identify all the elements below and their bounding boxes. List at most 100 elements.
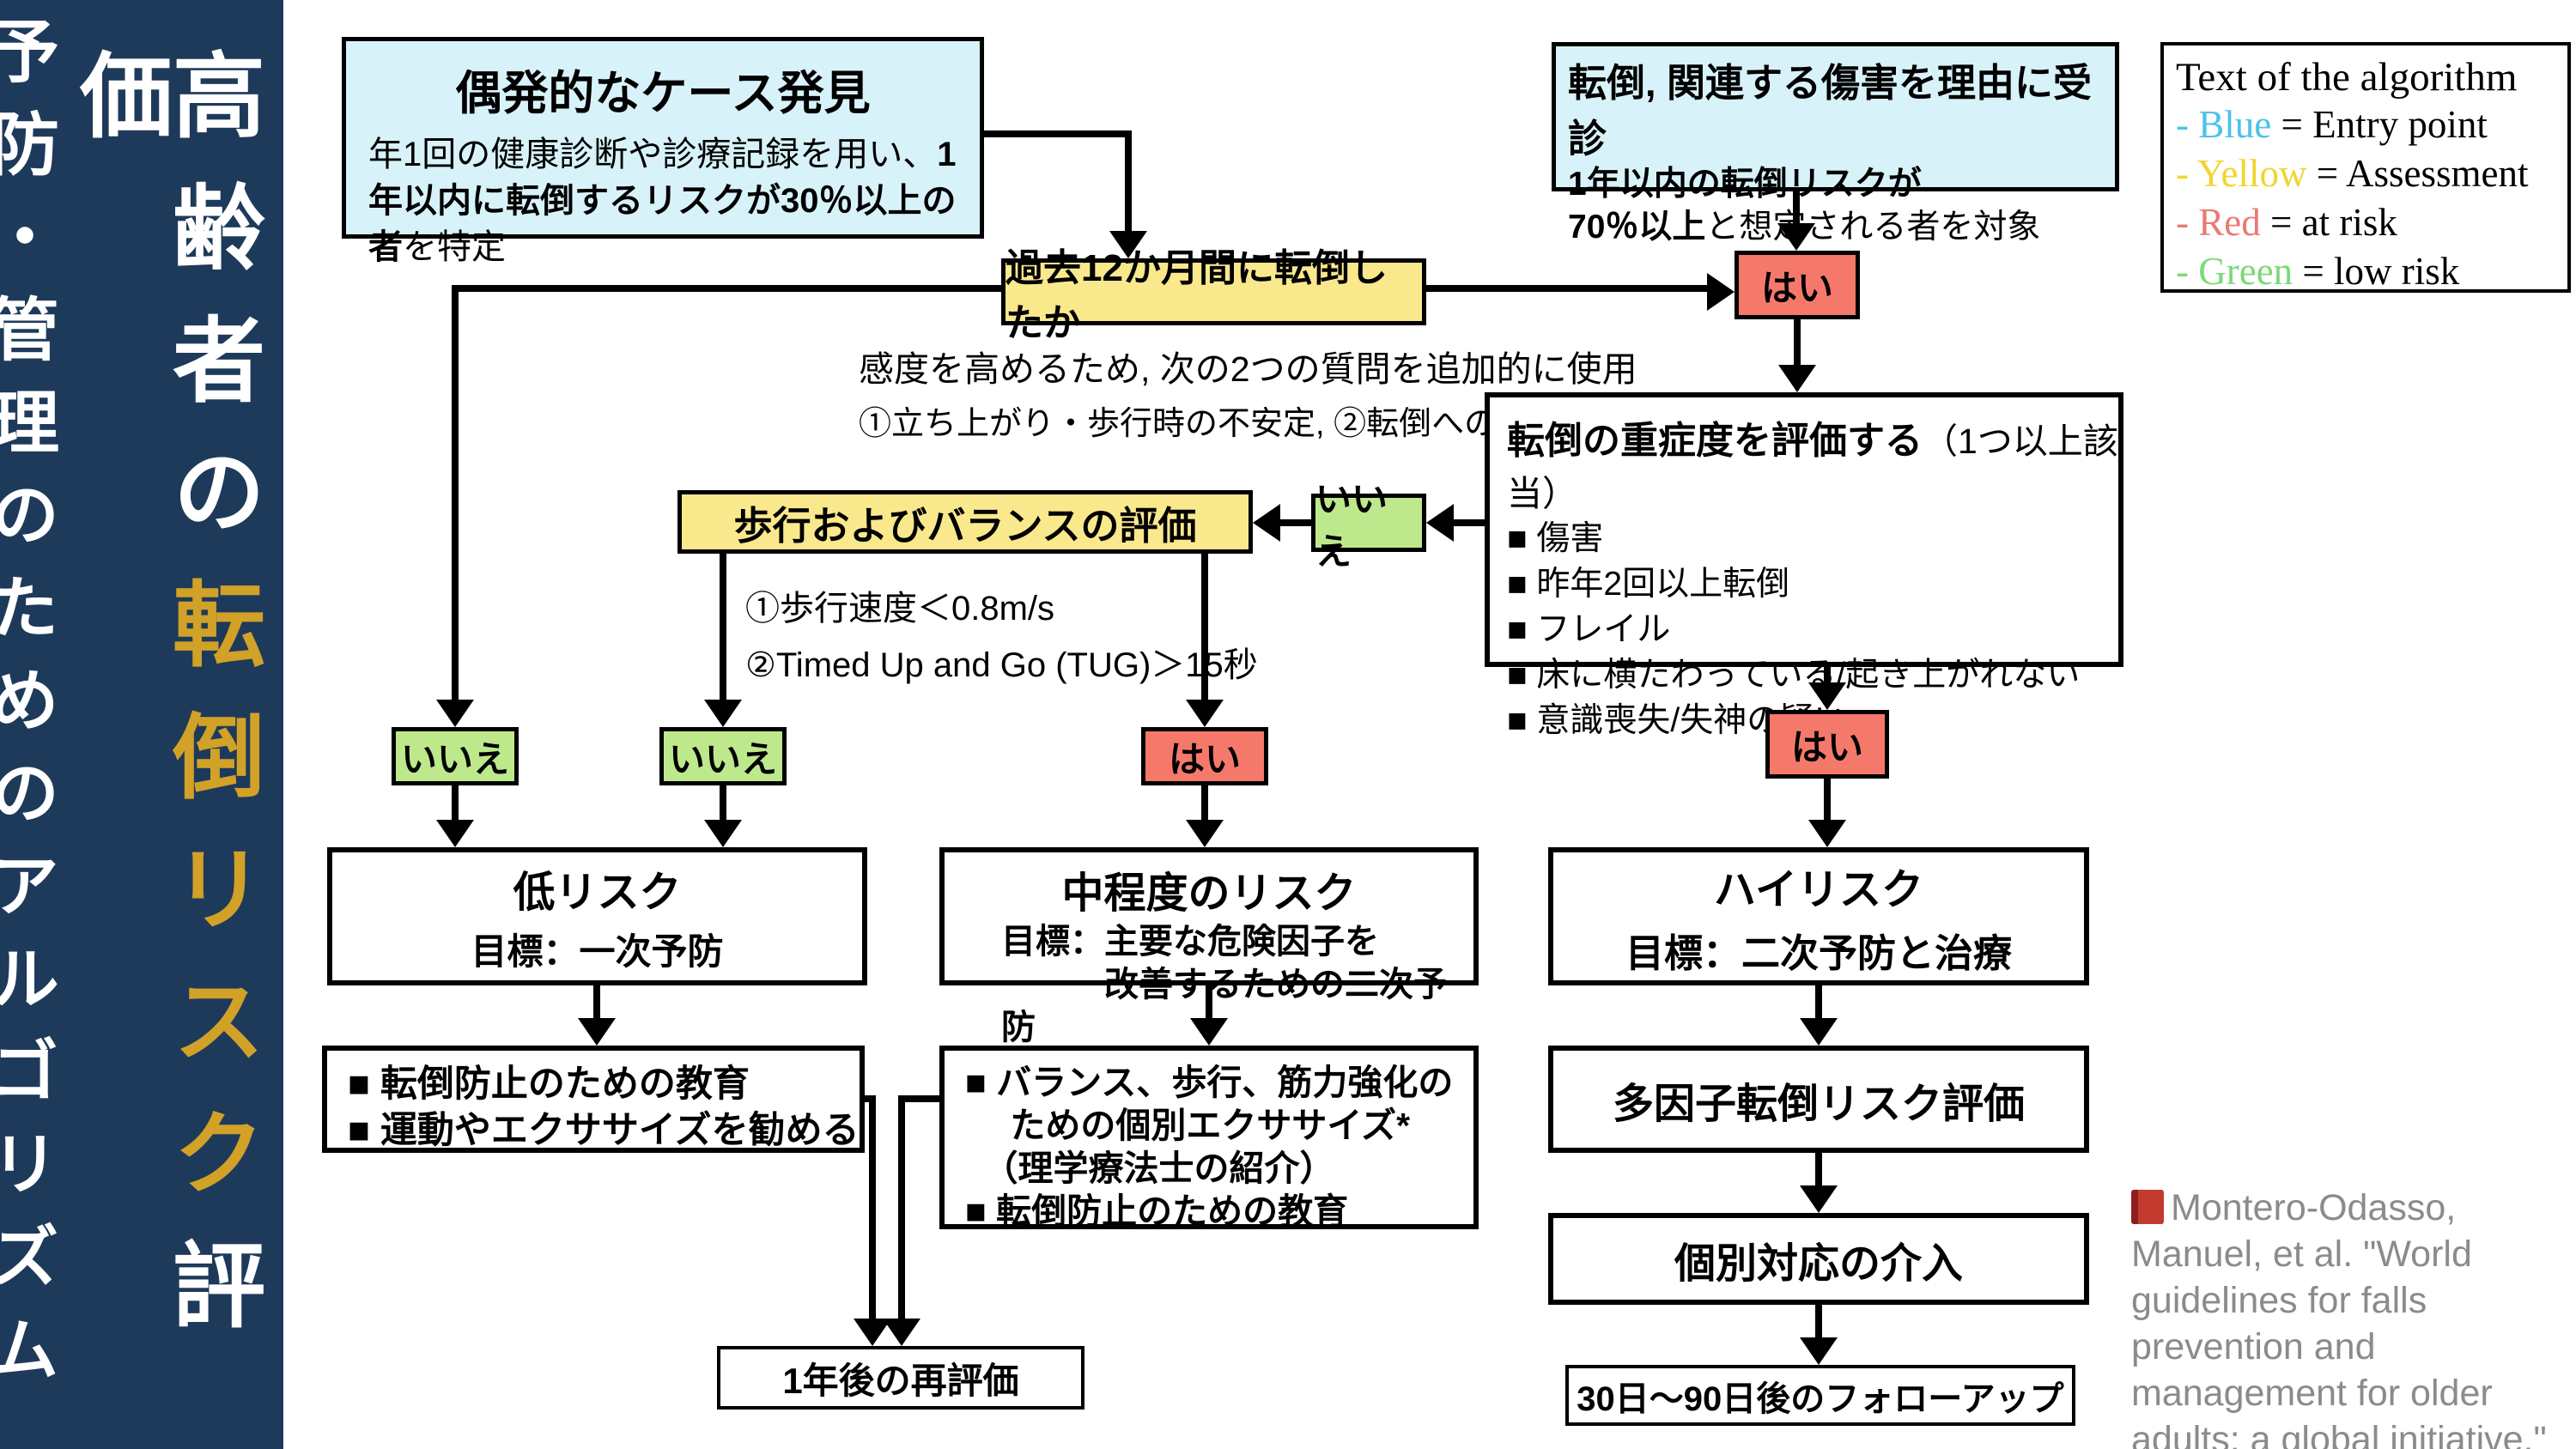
connector-q12-left-v [452, 285, 459, 701]
connector-severity-to-yes-4-v [1824, 667, 1831, 684]
answer-no-fall-history: いいえ [392, 727, 519, 785]
arrowhead-into-moderate [1186, 820, 1224, 847]
arrowhead-into-yes-4 [1808, 682, 1846, 710]
legend-blue-label: - Blue [2176, 103, 2272, 146]
entry-visit-title: 転倒, 関連する傷害を理由に受診 [1568, 61, 2093, 161]
moderate-risk-plan-line: ための個別エクササイズ* [965, 1106, 1411, 1145]
arrowhead-into-yes-top [1777, 223, 1815, 251]
gait-criteria-notes: ①歩行速度＜0.8m/s ②Timed Up and Go (TUG)＞15秒 [745, 580, 1258, 694]
connector-edu-elbow-v [869, 1095, 876, 1319]
legend-yellow-label: - Yellow [2176, 152, 2307, 195]
connector-q12-left-h [455, 285, 1001, 292]
citation-text: Montero-Odasso, Manuel, et al. "World gu… [2131, 1187, 2547, 1449]
severity-item: ■ 床に横たわっている/起き上がれない [1507, 657, 2081, 694]
legend-blue-rest: = Entry point [2271, 103, 2488, 146]
connector-visit-to-yes-v [1793, 191, 1800, 226]
connector-no-2-to-low-v [720, 785, 726, 822]
arrowhead-into-severity [1778, 365, 1816, 392]
connector-high-to-multi-v [1815, 985, 1822, 1020]
multifactorial-assessment-box: 多因子転倒リスク評価 [1548, 1046, 2089, 1153]
arrowhead-into-low-2 [704, 820, 742, 847]
arrowhead-into-intervention [1800, 1185, 1838, 1213]
connector-yes-4-to-high-v [1824, 779, 1831, 822]
entry-case-body-post: を特定 [403, 228, 506, 266]
sidebar-title-pre: 高齢者の [160, 47, 264, 576]
legend-yellow-rest: = Assessment [2306, 152, 2529, 195]
fall-severity-title-note: （1つ以上該当） [1507, 421, 2118, 513]
legend-red-label: - Red [2176, 201, 2261, 244]
arrowhead-into-low-1 [436, 820, 474, 847]
arrowhead-into-q12 [1109, 231, 1147, 258]
legend-green-rest: = low risk [2293, 250, 2460, 293]
sidebar-title: 高齢者の転倒リスク評価 [67, 0, 264, 1449]
connector-gait-to-yes-mid-v [1201, 554, 1208, 701]
arrowhead-into-multifactorial [1800, 1018, 1838, 1046]
arrowhead-into-no-mid [1426, 504, 1454, 542]
severity-item: ■ 昨年2回以上転倒 [1507, 566, 1790, 603]
moderate-risk-goal: 目標：主要な危険因子を 改善するための二次予防 [1001, 923, 1448, 1046]
high-risk-title: ハイリスク [1713, 866, 1924, 913]
entry-visit-line2-bold: 70％以上 [1568, 209, 1706, 246]
legend-red-rest: = at risk [2260, 201, 2397, 244]
fall-severity-box: 転倒の重症度を評価する（1つ以上該当） ■ 傷害 ■ 昨年2回以上転倒 ■ フレ… [1485, 392, 2123, 739]
additional-questions-note: ①立ち上がり・歩行時の不安定, ②転倒への不安 [859, 406, 1563, 442]
arrowhead-into-gait [1253, 504, 1280, 542]
low-risk-plan-item: ■ 運動やエクササイズを勧める [348, 1110, 860, 1151]
legend-item-green: - Green = low risk [2176, 247, 2567, 296]
connector-q12-to-yes-h [1426, 285, 1707, 292]
connector-case-to-q12-v [1125, 130, 1132, 233]
entry-visit-line2-rest: と想定される者を対象 [1705, 209, 2041, 246]
one-year-reassessment-box: 1年後の再評価 [717, 1346, 1084, 1410]
sensitivity-note: 感度を高めるため, 次の2つの質問を追加的に使用 [859, 349, 1637, 389]
sidebar-title-accent: 転倒リスク [160, 576, 264, 1237]
entry-case-title: 偶発的なケース発見 [455, 68, 871, 119]
moderate-risk-title: 中程度のリスク [1061, 870, 1357, 917]
connector-multi-to-intervention-v [1815, 1153, 1822, 1187]
entry-visit-line1: 1年以内の転倒リスクが [1568, 163, 2115, 206]
individual-intervention-box: 個別対応の介入 [1548, 1213, 2089, 1305]
legend-title: Text of the algorithm [2176, 55, 2518, 100]
citation: Montero-Odasso, Manuel, et al. "World gu… [2131, 1185, 2571, 1449]
gait-criterion-2: ②Timed Up and Go (TUG)＞15秒 [745, 646, 1258, 684]
connector-gait-to-no-2-v [720, 554, 726, 701]
moderate-risk-plan-line: （理学療法士の紹介） [965, 1149, 1335, 1188]
moderate-risk-plan-box: ■ バランス、歩行、筋力強化の ための個別エクササイズ* （理学療法士の紹介） … [939, 1046, 1479, 1231]
connector-low-to-plan-v [593, 985, 600, 1020]
sidebar: 高齢者の転倒リスク評価 予防・管理のためのアルゴリズム [0, 0, 283, 1449]
low-risk-title: 低リスク [513, 869, 682, 916]
entry-case-body-pre: 年1回の健康診断や診療記録を用い、 [368, 136, 938, 173]
connector-severity-to-no-h [1452, 519, 1485, 526]
moderate-risk-plan-line: ■ バランス、歩行、筋力強化の [965, 1063, 1454, 1102]
answer-no-severity: いいえ [1311, 479, 1426, 572]
answer-yes-gait: はい [1141, 727, 1268, 785]
entry-case-body-bold: 1年以内に転倒するリスクが30％以上の者 [368, 136, 957, 266]
high-risk-goal: 目標：二次予防と治療 [1625, 931, 2012, 975]
legend-item-blue: - Blue = Entry point [2176, 100, 2567, 149]
arrowhead-into-no-1 [436, 700, 474, 727]
moderate-risk-plan-line: ■ 転倒防止のための教育 [965, 1191, 1349, 1231]
entry-visit-line2: 70％以上と想定される者を対象 [1568, 206, 2115, 249]
connector-no-to-gait-h [1279, 519, 1311, 526]
legend-item-yellow: - Yellow = Assessment [2176, 149, 2567, 198]
fall-history-question-box: 過去12か月間に転倒したか [1001, 247, 1426, 344]
moderate-risk-box: 中程度のリスク 目標：主要な危険因子を 改善するための二次予防 [939, 847, 1479, 1046]
entry-visit-box: 転倒, 関連する傷害を理由に受診 1年以内の転倒リスクが 70％以上と想定される… [1552, 42, 2119, 246]
gait-balance-assessment-box: 歩行およびバランスの評価 [677, 490, 1253, 554]
answer-no-gait: いいえ [659, 727, 787, 785]
legend-green-label: - Green [2176, 250, 2293, 293]
answer-yes-entry: はい [1735, 251, 1860, 319]
low-risk-goal: 目標：一次予防 [471, 931, 724, 972]
entry-visit-line1-bold: 1年以内の転倒リスクが [1568, 166, 1922, 203]
gait-criterion-1: ①歩行速度＜0.8m/s [745, 590, 1055, 627]
sidebar-title-post: 評価 [67, 47, 264, 1369]
severity-item: ■ 傷害 [1507, 520, 1604, 557]
arrowhead-into-followup [1800, 1337, 1838, 1365]
arrowhead-into-high [1808, 820, 1846, 847]
connector-intervention-to-followup-v [1815, 1305, 1822, 1339]
entry-case-body: 年1回の健康診断や診療記録を用い、1年以内に転倒するリスクが30％以上の者を特定 [346, 123, 980, 270]
fall-severity-title-bold: 転倒の重症度を評価する [1507, 420, 1923, 462]
connector-ex-elbow-v [898, 1095, 905, 1319]
connector-yes-to-severity-v [1794, 319, 1801, 367]
arrowhead-into-yes-mid [1186, 700, 1224, 727]
